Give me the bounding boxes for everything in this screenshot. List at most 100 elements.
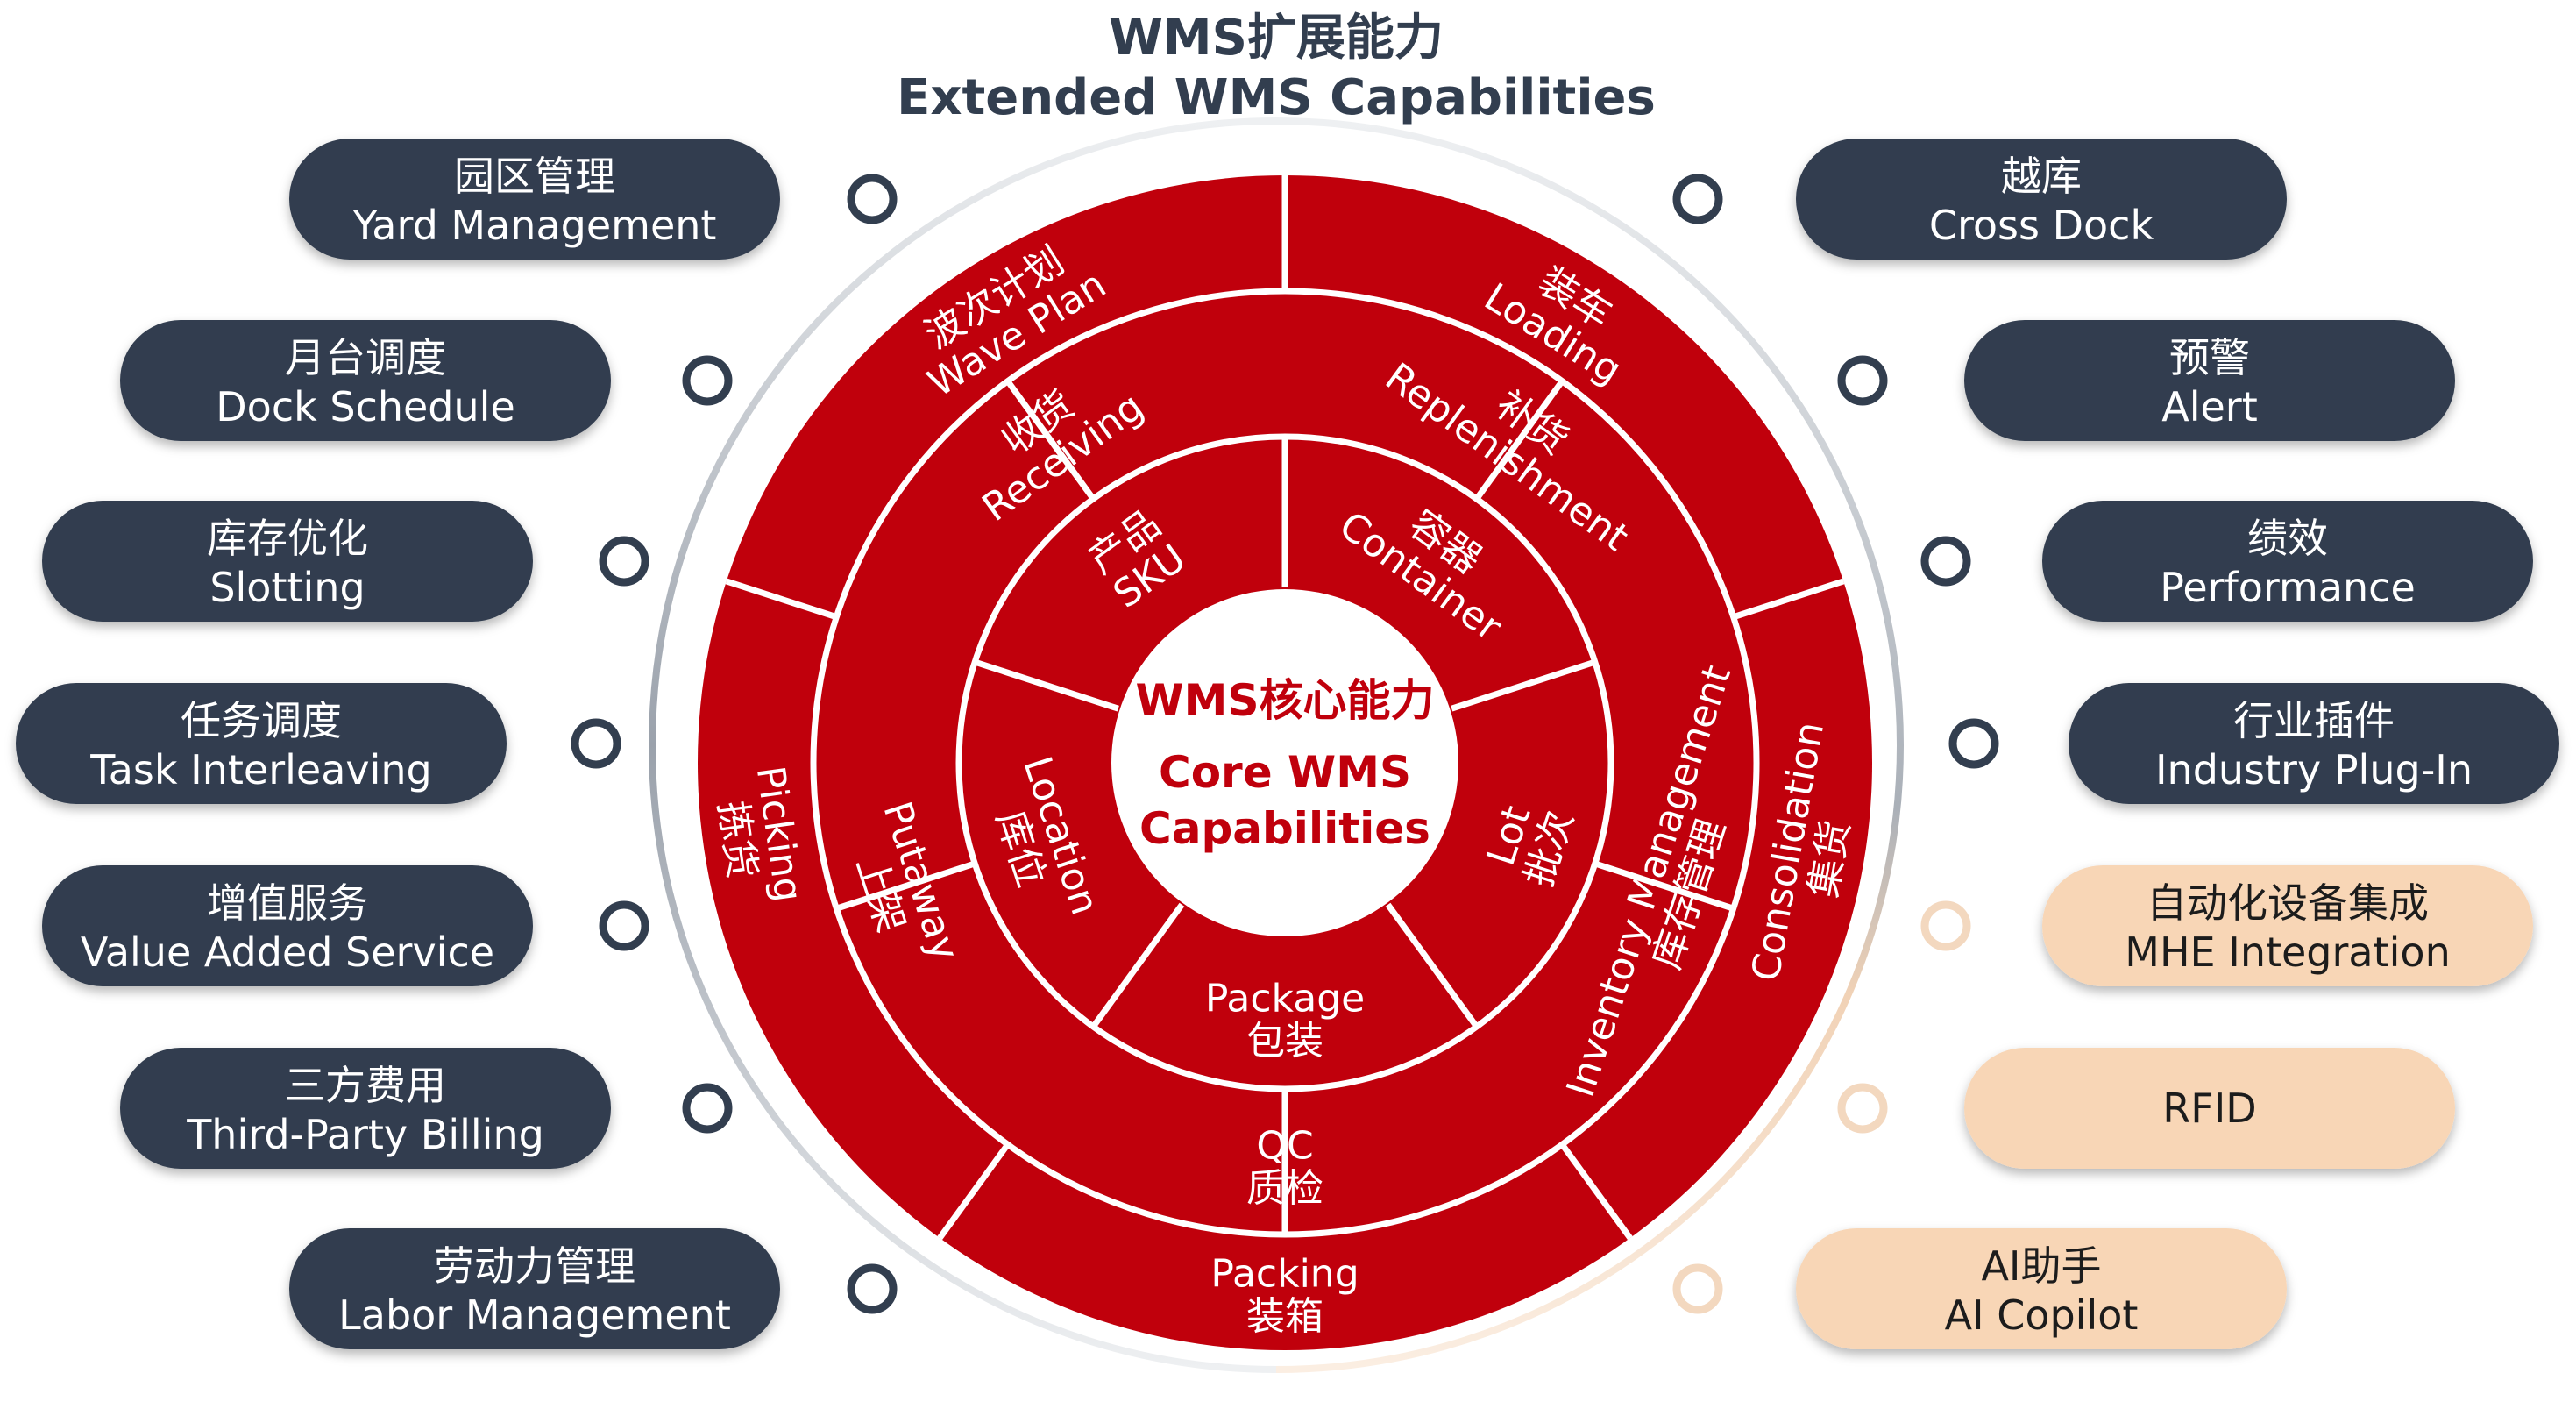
middle-separator-1 <box>1593 860 1735 912</box>
pill-en-mhe-integration: MHE Integration <box>2125 929 2450 976</box>
middle-label-qc-line2: 质检 <box>1246 1166 1323 1211</box>
outer-label-packing-line2: 装箱 <box>1246 1294 1323 1339</box>
left-connector-arc <box>649 117 1277 1373</box>
pill-background-value-added-service <box>42 865 533 986</box>
pill-cn-performance: 绩效 <box>2247 515 2328 562</box>
outer-separator-2 <box>1559 1142 1633 1241</box>
pill-background-third-party-billing <box>120 1048 611 1169</box>
left-connector-node-2 <box>599 536 649 587</box>
center-label-cn: WMS核心能力 <box>1136 675 1435 726</box>
center-label-en-line2: Capabilities <box>1139 803 1430 854</box>
left-connector-node-3 <box>571 718 621 769</box>
pill-cn-industry-plug-in: 行业插件 <box>2233 697 2395 744</box>
pill-background-industry-plug-in <box>2069 683 2559 804</box>
left-connector-node-4 <box>599 900 649 951</box>
pill-background-slotting <box>42 501 533 622</box>
right-connector-node-3 <box>1948 718 1999 769</box>
middle-separator-0 <box>1473 379 1565 502</box>
right-connector-node-2 <box>1920 536 1971 587</box>
pill-en-value-added-service: Value Added Service <box>81 929 494 976</box>
right-connector-node-0 <box>1672 174 1723 224</box>
right-connector-node-5 <box>1837 1083 1888 1134</box>
title-cn: WMS扩展能力 <box>1109 10 1444 67</box>
pill-background-task-interleaving <box>16 683 507 804</box>
pill-en-task-interleaving: Task Interleaving <box>89 746 432 793</box>
pill-en-third-party-billing: Third-Party Billing <box>186 1111 544 1158</box>
pill-cn-ai-copilot: AI助手 <box>1981 1242 2101 1290</box>
left-connector-node-5 <box>682 1083 733 1134</box>
pill-en-cross-dock: Cross Dock <box>1929 202 2154 249</box>
pill-cn-yard-management: 园区管理 <box>454 153 615 200</box>
pill-background-ai-copilot <box>1796 1228 2287 1349</box>
pill-en-industry-plug-in: Industry Plug-In <box>2155 746 2473 793</box>
right-connector-node-6 <box>1672 1263 1723 1314</box>
pill-background-cross-dock <box>1796 139 2287 260</box>
outer-separator-4 <box>725 578 838 621</box>
pill-cn-task-interleaving: 任务调度 <box>181 697 342 744</box>
pill-cn-cross-dock: 越库 <box>2001 153 2082 200</box>
outer-label-packing-line1: Packing <box>1210 1251 1359 1296</box>
pill-background-performance <box>2042 501 2533 622</box>
inner-label-package-line2: 包装 <box>1246 1019 1323 1064</box>
left-connector-node-1 <box>682 355 733 406</box>
pill-cn-value-added-service: 增值服务 <box>207 879 368 927</box>
pill-cn-alert: 预警 <box>2169 334 2250 381</box>
pill-en-yard-management: Yard Management <box>352 202 717 249</box>
left-connector-node-0 <box>847 174 898 224</box>
pill-en-rfid: RFID <box>2162 1085 2256 1132</box>
middle-separator-3 <box>835 860 976 912</box>
inner-separator-3 <box>1090 902 1185 1029</box>
pill-background-dock-schedule <box>120 320 611 441</box>
pill-cn-dock-schedule: 月台调度 <box>285 334 446 381</box>
pill-en-performance: Performance <box>2160 564 2416 611</box>
pill-cn-labor-management: 劳动力管理 <box>434 1242 635 1290</box>
pill-en-alert: Alert <box>2161 383 2258 430</box>
outer-label-picking-line2: 拣货 <box>709 799 764 881</box>
inner-separator-4 <box>974 658 1119 712</box>
pill-en-ai-copilot: AI Copilot <box>1945 1291 2139 1339</box>
right-connector-node-1 <box>1837 355 1888 406</box>
left-connector-node-6 <box>847 1263 898 1314</box>
inner-separator-1 <box>1451 658 1596 712</box>
outer-separator-3 <box>937 1142 1011 1241</box>
connector-nodes <box>571 174 1999 1314</box>
pill-rfid: RFID <box>1964 1048 2455 1169</box>
center-circle <box>1111 589 1458 936</box>
pill-background-alert <box>1964 320 2455 441</box>
pill-cn-third-party-billing: 三方费用 <box>285 1062 446 1109</box>
pill-cn-mhe-integration: 自动化设备集成 <box>2147 879 2429 927</box>
pill-background-yard-management <box>289 139 780 260</box>
title-en: Extended WMS Capabilities <box>897 69 1656 126</box>
pill-background-labor-management <box>289 1228 780 1349</box>
right-connector-arc <box>1275 117 1904 1373</box>
inner-separator-2 <box>1385 902 1480 1029</box>
pill-en-slotting: Slotting <box>209 564 365 611</box>
pill-cn-slotting: 库存优化 <box>207 515 368 562</box>
right-connector-node-4 <box>1920 900 1971 951</box>
center-label-en-line1: Core WMS <box>1159 747 1411 798</box>
pill-background-mhe-integration <box>2042 865 2533 986</box>
pill-background-rfid <box>1964 1048 2455 1169</box>
pill-en-dock-schedule: Dock Schedule <box>216 383 515 430</box>
pill-en-labor-management: Labor Management <box>338 1291 731 1339</box>
outer-separator-1 <box>1732 578 1845 621</box>
middle-separator-4 <box>1004 379 1096 502</box>
middle-label-qc-line1: QC <box>1256 1123 1313 1168</box>
